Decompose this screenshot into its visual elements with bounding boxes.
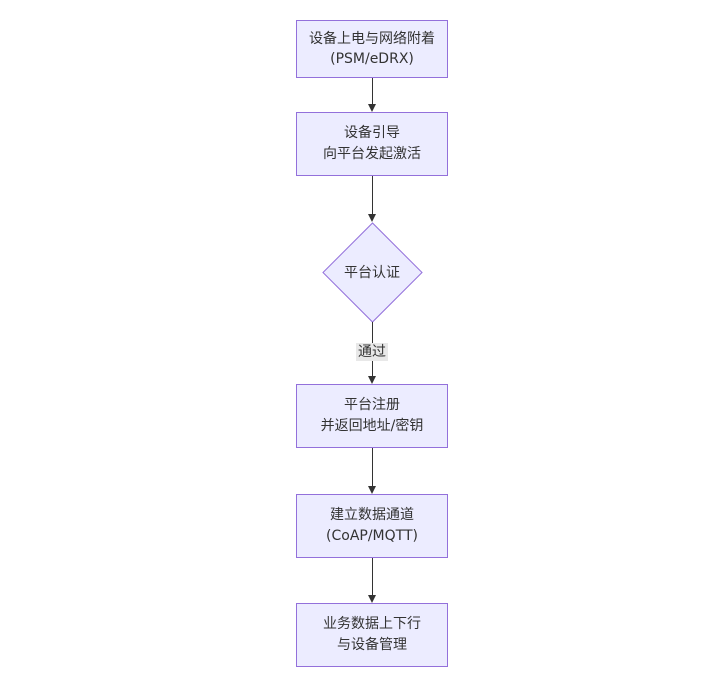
node-data-channel: 建立数据通道 (CoAP/MQTT)	[296, 494, 448, 558]
edge-label-pass: 通过	[356, 343, 388, 361]
node-text-line: 平台认证	[344, 265, 400, 281]
node-text-line: 建立数据通道	[330, 507, 414, 523]
arrow-line	[371, 558, 373, 596]
arrow-line	[371, 78, 373, 105]
node-text-line: 向平台发起激活	[323, 146, 421, 162]
node-business-data-management: 业务数据上下行 与设备管理	[296, 603, 448, 667]
node-text-line: 设备上电与网络附着	[309, 31, 435, 47]
arrowhead-down-icon	[367, 595, 376, 603]
node-text-line: 平台注册	[344, 397, 400, 413]
arrow-line	[371, 176, 373, 215]
decision-platform-auth: 平台认证	[321, 221, 423, 323]
node-text-line: (CoAP/MQTT)	[326, 528, 418, 544]
arrowhead-down-icon	[367, 486, 376, 494]
node-device-power-network-attach: 设备上电与网络附着 (PSM/eDRX)	[296, 20, 448, 78]
node-text-line: (PSM/eDRX)	[330, 51, 414, 67]
arrowhead-down-icon	[367, 214, 376, 222]
node-platform-register: 平台注册 并返回地址/密钥	[296, 384, 448, 448]
arrowhead-down-icon	[367, 376, 376, 384]
node-text-line: 与设备管理	[337, 637, 407, 653]
arrow-line	[371, 448, 373, 487]
node-text-line: 并返回地址/密钥	[320, 418, 424, 434]
node-text-line: 设备引导	[344, 125, 400, 141]
arrowhead-down-icon	[367, 104, 376, 112]
node-text-line: 业务数据上下行	[323, 616, 421, 632]
node-device-bootstrap-activate: 设备引导 向平台发起激活	[296, 112, 448, 176]
